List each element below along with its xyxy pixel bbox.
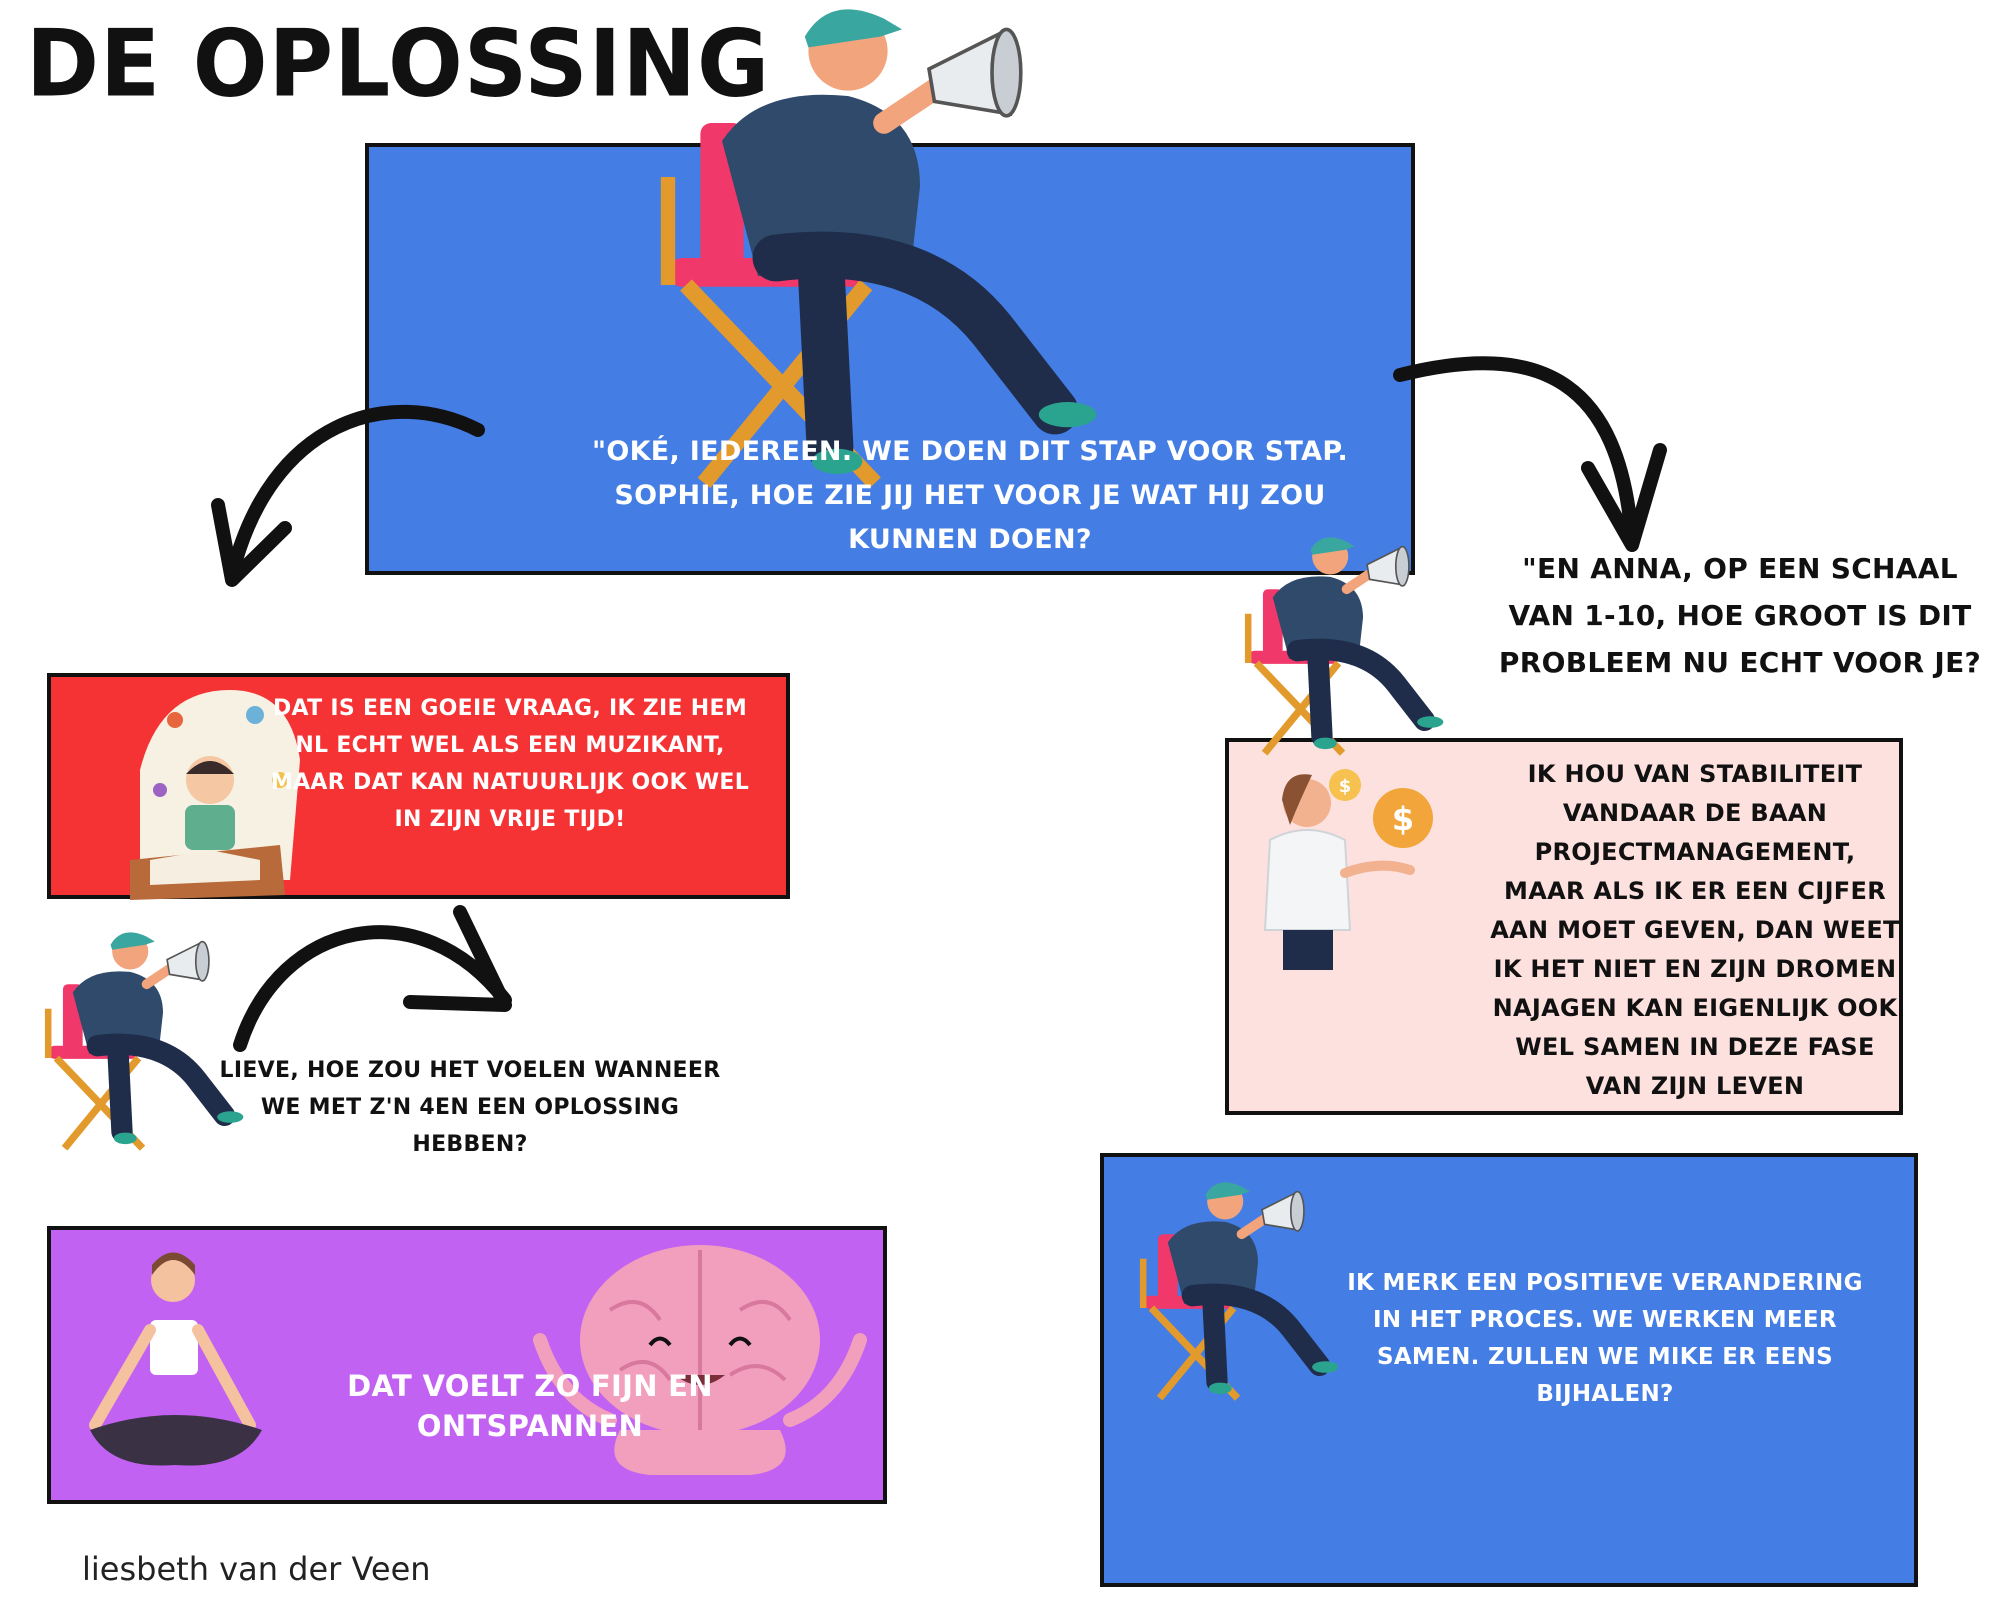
director-megaphone-icon — [668, 9, 1096, 483]
author-credit: liesbeth van der Veen — [82, 1550, 431, 1588]
director-question-text: "Oké, iedereen. We doen dit stap voor st… — [591, 436, 1349, 555]
svg-text:$: $ — [1339, 776, 1352, 797]
box-director-closing — [1100, 1153, 1918, 1587]
lieve-answer-text: Dat voelt zo fijn en ontspannen — [347, 1369, 713, 1443]
page-title: DE OPLOSSING — [26, 9, 771, 118]
creative-girl-icon — [130, 690, 300, 900]
curved-arrow-icon — [1393, 356, 1667, 552]
meditation-icon — [89, 1252, 262, 1466]
happy-brain-icon — [533, 1245, 867, 1475]
svg-text:$: $ — [1392, 800, 1414, 838]
director-closing-text: Ik merk een positieve verandering in het… — [1347, 1270, 1863, 1407]
money-woman-icon: $ $ — [1263, 769, 1433, 970]
sophie-answer-text: Dat is een goeie vraag, ik zie hem nl ec… — [270, 696, 750, 832]
director-megaphone-icon — [1143, 1182, 1338, 1398]
anna-answer-text: ik hou van stabiliteit vandaar de baan p… — [1490, 760, 1900, 1100]
director-anna-question-text: "En Anna, op een schaal van 1-10, hoe gr… — [1498, 552, 1982, 679]
curved-arrow-icon — [233, 905, 512, 1052]
curved-arrow-icon — [211, 404, 485, 587]
director-lieve-question-text: Lieve, hoe zou het voelen wanneer we met… — [219, 1058, 721, 1157]
director-megaphone-icon — [1248, 537, 1443, 753]
